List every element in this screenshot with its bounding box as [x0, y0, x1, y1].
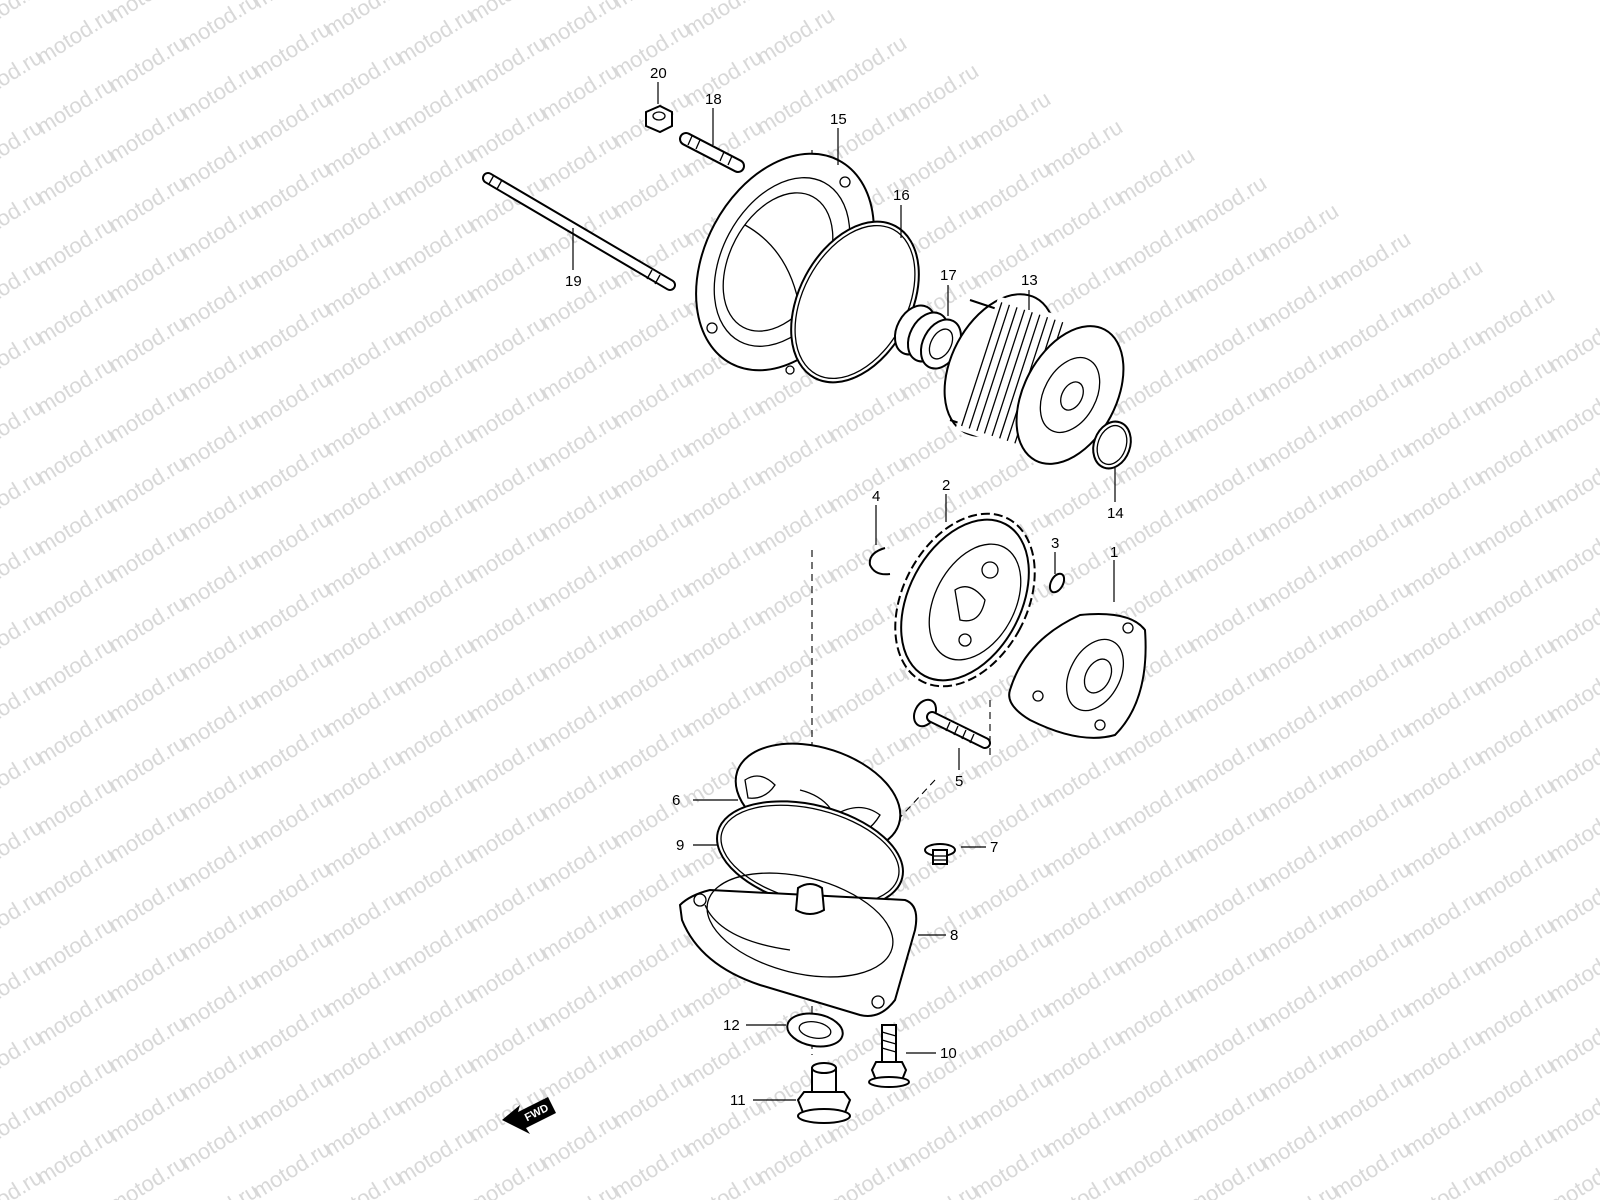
- part-1-oil-pump: [1008, 613, 1147, 739]
- part-20-nut: [645, 104, 673, 134]
- callout-18: 18: [705, 91, 722, 108]
- part-2-gear: [894, 512, 1036, 688]
- callout-2: 2: [942, 477, 950, 494]
- callout-1: 1: [1110, 544, 1118, 561]
- part-8-oil-pan-cap: [678, 872, 918, 1017]
- callout-13: 13: [1021, 272, 1038, 289]
- part-14-o-ring-inner: [1096, 424, 1128, 466]
- part-5-screw: [912, 698, 991, 749]
- callout-10: 10: [940, 1045, 957, 1062]
- callout-6: 6: [672, 792, 680, 809]
- part-10-bolt: [868, 1024, 910, 1088]
- part-3-pin: [1048, 572, 1066, 594]
- callout-15: 15: [830, 111, 847, 128]
- callout-12: 12: [723, 1017, 740, 1034]
- callout-labels: 20 18 15 16 19 17 13 14 4 2 3 1 5 6 7 9 …: [565, 65, 1124, 1109]
- part-7-screw: [924, 843, 956, 865]
- callout-3: 3: [1051, 535, 1059, 552]
- callout-17: 17: [940, 267, 957, 284]
- callout-5: 5: [955, 773, 963, 790]
- part-4-circlip: [868, 547, 891, 576]
- callout-4: 4: [872, 488, 880, 505]
- callout-7: 7: [990, 839, 998, 856]
- part-12-washer: [786, 1012, 844, 1048]
- fwd-arrow-icon: FWD: [502, 1097, 556, 1134]
- callout-11: 11: [730, 1092, 746, 1109]
- part-13-oil-filter: [943, 293, 1125, 465]
- part-19-long-stud: [482, 172, 676, 291]
- callout-16: 16: [893, 187, 910, 204]
- callout-8: 8: [950, 927, 958, 944]
- callout-20: 20: [650, 65, 667, 82]
- part-11-drain-plug: [796, 1062, 852, 1124]
- callout-19: 19: [565, 273, 582, 290]
- leader-lines: [572, 82, 1116, 1101]
- callout-14: 14: [1107, 505, 1124, 522]
- part-18-stud: [679, 132, 745, 173]
- callout-9: 9: [676, 837, 684, 854]
